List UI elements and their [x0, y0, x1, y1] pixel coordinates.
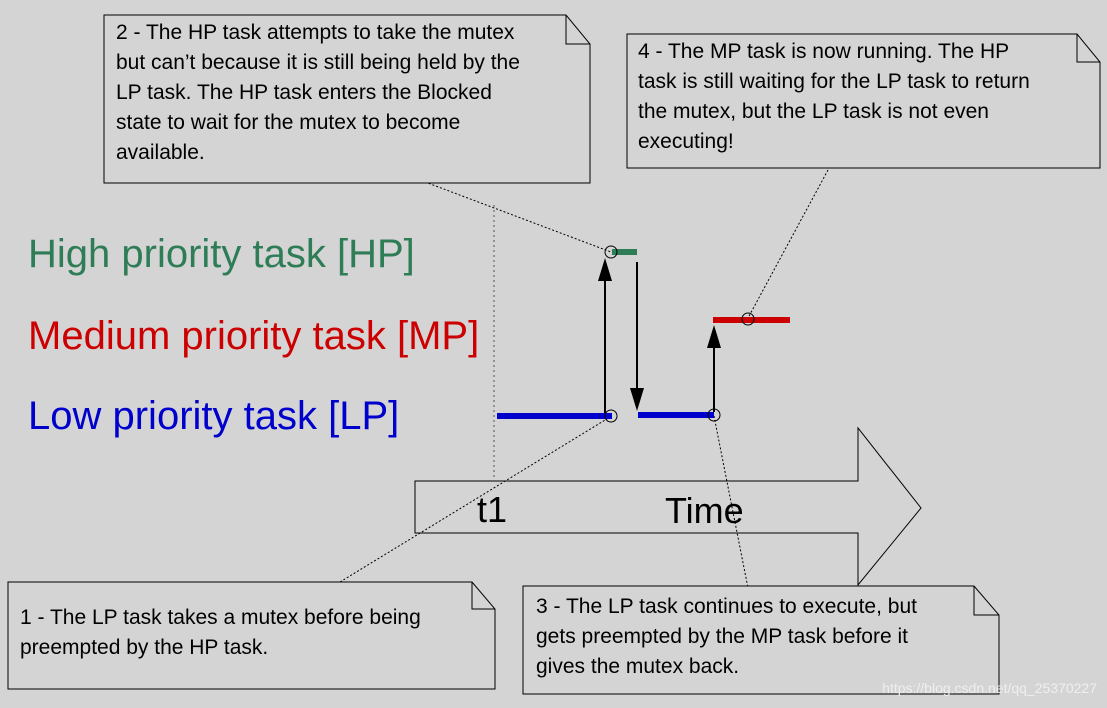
time-label: Time: [665, 490, 744, 531]
note-4-line: executing!: [638, 130, 734, 153]
note-2-box: [103, 14, 591, 184]
event-circle-mp-running: [741, 312, 755, 326]
lp-task-label: Low priority task [LP]: [28, 394, 400, 438]
note-4-line: the mutex, but the LP task is not even: [638, 100, 989, 123]
note1-leader: [339, 416, 611, 583]
note4-leader: [747, 169, 829, 319]
note-3-text: 3 - The LP task continues to execute, bu…: [536, 592, 917, 682]
note-3-line: gives the mutex back.: [536, 655, 740, 678]
switch-arrow-lp-to-mp: [707, 325, 721, 412]
note-2-line: available.: [116, 141, 205, 164]
note3-leader: [713, 415, 749, 589]
note-4-line: task is still waiting for the LP task to…: [638, 70, 1030, 93]
note-4-box: [626, 33, 1101, 169]
event-circle-lp-preempted: [604, 409, 618, 423]
switch-arrow-lp-to-hp: [598, 258, 612, 413]
note-2-line: but can’t because it is still being held…: [116, 51, 520, 74]
note-2-line: 2 - The HP task attempts to take the mut…: [116, 21, 515, 44]
note-1-line: 1 - The LP task takes a mutex before bei…: [20, 606, 421, 629]
note-1-line: preempted by the HP task.: [20, 636, 269, 659]
switch-arrow-hp-to-lp: [630, 262, 644, 411]
note-1-box: [7, 581, 496, 690]
note-1-text: 1 - The LP task takes a mutex before bei…: [20, 603, 421, 663]
note-2-line: state to wait for the mutex to become: [116, 111, 461, 134]
event-circle-hp-start: [604, 245, 618, 259]
event-circle-lp-preempted-by-mp: [707, 408, 721, 422]
note-4-line: 4 - The MP task is now running. The HP: [638, 40, 1010, 63]
mp-task-label: Medium priority task [MP]: [28, 314, 480, 358]
watermark: https://blog.csdn.net/qq_25370227: [882, 680, 1097, 696]
hp-task-label: High priority task [HP]: [28, 232, 415, 276]
note-2-text: 2 - The HP task attempts to take the mut…: [116, 18, 520, 168]
t1-label: t1: [477, 489, 508, 530]
time-arrow: [414, 426, 922, 587]
note-2-line: LP task. The HP task enters the Blocked: [116, 81, 492, 104]
note-3-line: gets preempted by the MP task before it: [536, 625, 908, 648]
note-4-text: 4 - The MP task is now running. The HP t…: [638, 37, 1030, 157]
note-3-line: 3 - The LP task continues to execute, bu…: [536, 595, 917, 618]
note-3-box: [522, 585, 1000, 695]
